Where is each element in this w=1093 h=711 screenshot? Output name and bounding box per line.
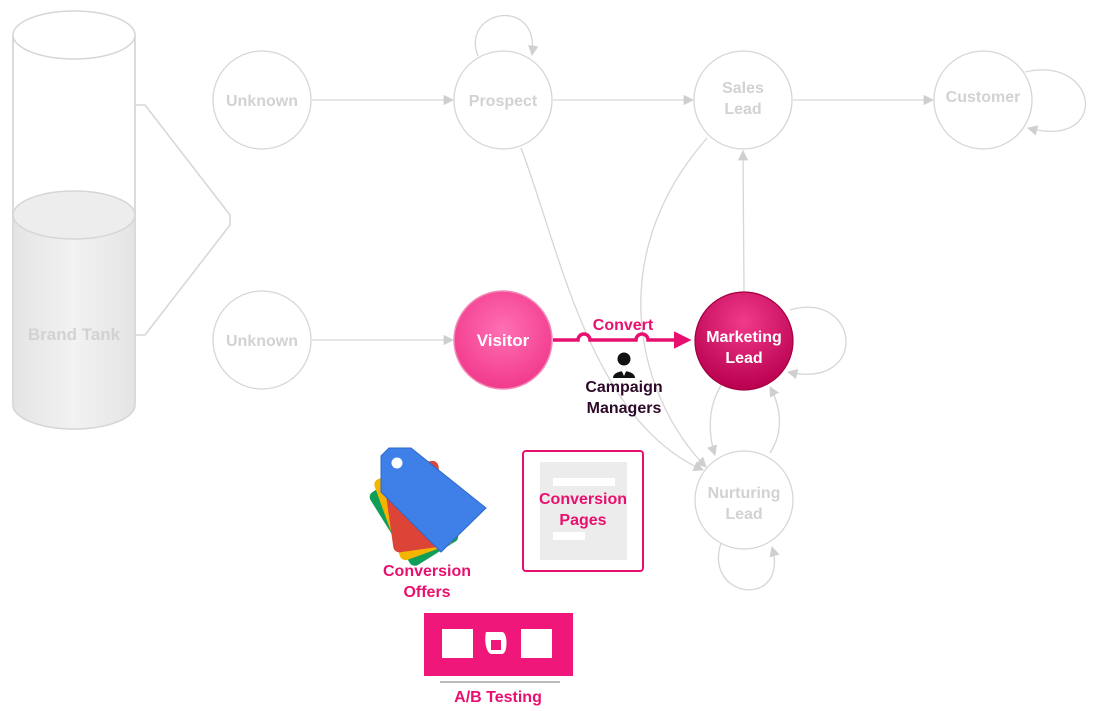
brand-tank-label: Brand Tank <box>28 325 121 344</box>
connectors <box>312 15 1087 591</box>
person-icon <box>613 352 635 378</box>
node-customer[interactable]: Customer <box>933 50 1033 150</box>
node-nurturing-lead[interactable]: Nurturing Lead <box>694 450 794 550</box>
conversion-pages-line2: Pages <box>559 512 606 529</box>
brand-tank: Brand Tank <box>12 10 136 430</box>
convert-label: Convert <box>593 317 654 334</box>
ab-testing-label: A/B Testing <box>454 689 542 706</box>
svg-text:Lead: Lead <box>725 350 762 367</box>
node-marketing-lead[interactable]: Marketing Lead <box>694 291 794 391</box>
conversion-pages[interactable]: Conversion Pages <box>522 450 644 572</box>
node-unknown-bottom[interactable]: Unknown <box>212 290 312 390</box>
ab-testing[interactable]: A/B Testing <box>424 613 573 706</box>
svg-text:Nurturing: Nurturing <box>708 485 781 502</box>
campaign-managers-line2: Managers <box>587 400 662 417</box>
svg-text:Unknown: Unknown <box>226 333 298 350</box>
svg-text:Sales: Sales <box>722 80 764 97</box>
svg-text:Marketing: Marketing <box>706 329 782 346</box>
campaign-managers: Campaign Managers <box>585 352 663 417</box>
ab-testing-icon <box>424 613 573 676</box>
svg-text:Unknown: Unknown <box>226 93 298 110</box>
svg-text:Lead: Lead <box>724 101 761 118</box>
conversion-pages-line1: Conversion <box>539 491 627 508</box>
svg-text:Prospect: Prospect <box>469 93 538 110</box>
funnel-chevron <box>135 104 231 336</box>
conversion-offers[interactable]: Conversion Offers <box>367 447 487 601</box>
node-unknown-top[interactable]: Unknown <box>212 50 312 150</box>
svg-text:Lead: Lead <box>725 506 762 523</box>
node-visitor[interactable]: Visitor <box>453 290 553 390</box>
svg-text:Customer: Customer <box>946 89 1021 106</box>
node-prospect[interactable]: Prospect <box>453 50 553 150</box>
node-sales-lead[interactable]: Sales Lead <box>693 50 793 150</box>
tags-icon <box>369 447 487 566</box>
svg-text:Visitor: Visitor <box>477 331 530 350</box>
campaign-managers-line1: Campaign <box>585 379 662 396</box>
page-icon <box>540 462 627 560</box>
convert-arrow: Convert <box>553 317 692 349</box>
conversion-offers-line2: Offers <box>403 584 450 601</box>
conversion-offers-line1: Conversion <box>383 563 471 580</box>
